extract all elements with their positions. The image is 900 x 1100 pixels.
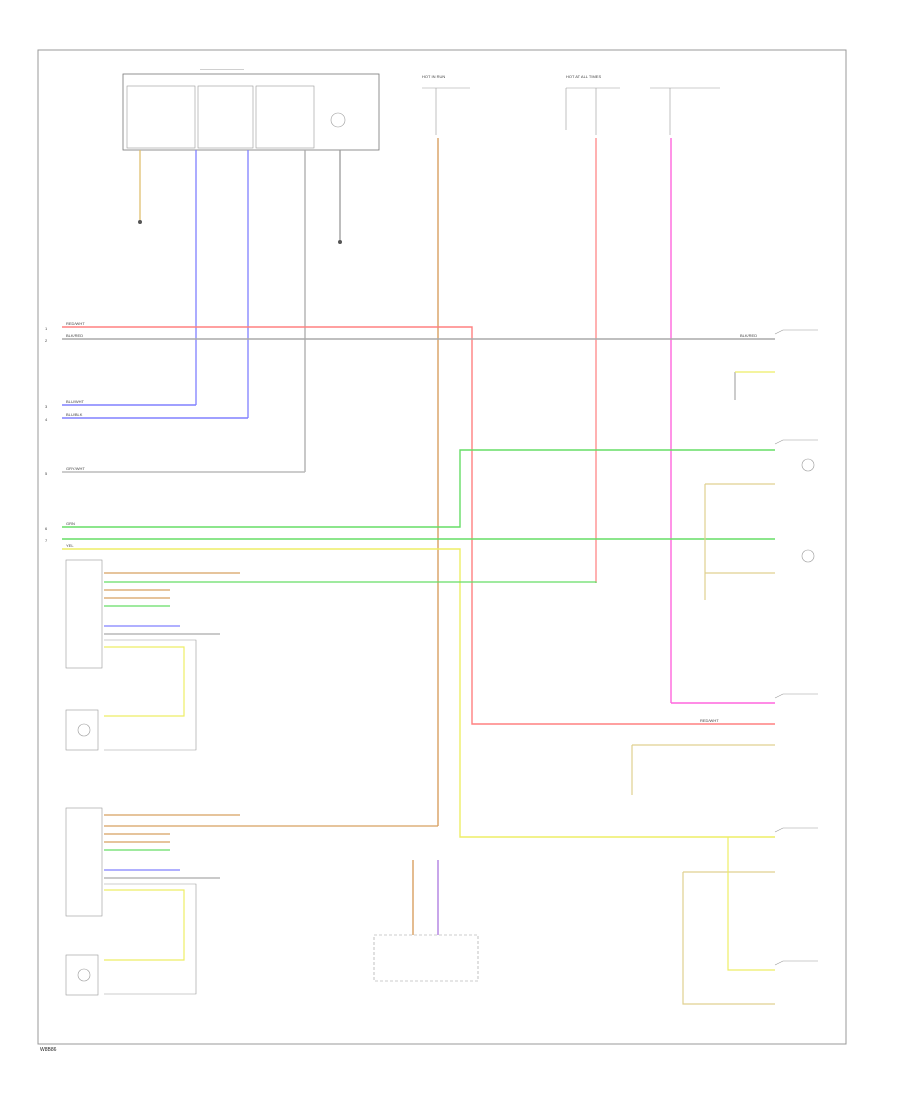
svg-text:YEL: YEL (66, 543, 74, 548)
svg-text:6: 6 (45, 526, 48, 531)
svg-text:BLK/RED: BLK/RED (740, 333, 757, 338)
fuse-group-1 (422, 87, 470, 135)
fuse-vertical-wires (437, 138, 672, 826)
left-door-module-2 (65, 807, 438, 996)
svg-text:BLU/BLK: BLU/BLK (66, 412, 83, 417)
module-drop-wires (139, 150, 341, 472)
fuse-group-2 (565, 87, 720, 135)
horizontal-wires (62, 326, 775, 838)
diagram-code: W8B86 (40, 1047, 57, 1053)
svg-text:RED/WHT: RED/WHT (66, 321, 85, 326)
left-door-module-1 (65, 559, 597, 751)
right-components (631, 371, 775, 1005)
fuse-note-2: HOT AT ALL TIMES (566, 74, 601, 79)
left-connectors: 1 2 3 4 5 6 7 (45, 326, 48, 543)
bottom-center-module (373, 860, 479, 982)
svg-text:BLU/WHT: BLU/WHT (66, 399, 85, 404)
svg-text:RED/WHT: RED/WHT (700, 718, 719, 723)
svg-text:BLK/RED: BLK/RED (66, 333, 83, 338)
svg-text:3: 3 (45, 404, 48, 409)
svg-text:———————————: ——————————— (200, 66, 244, 71)
svg-text:2: 2 (45, 338, 48, 343)
diagram-frame (37, 49, 847, 1045)
svg-text:7: 7 (45, 538, 48, 543)
wire-tags: RED/WHT BLK/RED BLU/WHT BLU/BLK GRY/WHT … (66, 321, 757, 723)
svg-text:1: 1 (45, 326, 48, 331)
svg-text:GRY/WHT: GRY/WHT (66, 466, 85, 471)
fuse-note-1: HOT IN RUN (422, 74, 445, 79)
svg-text:4: 4 (45, 417, 48, 422)
svg-text:5: 5 (45, 471, 48, 476)
svg-text:GRN: GRN (66, 521, 75, 526)
top-module: ——————————— (122, 66, 380, 151)
right-connectors (774, 329, 818, 966)
